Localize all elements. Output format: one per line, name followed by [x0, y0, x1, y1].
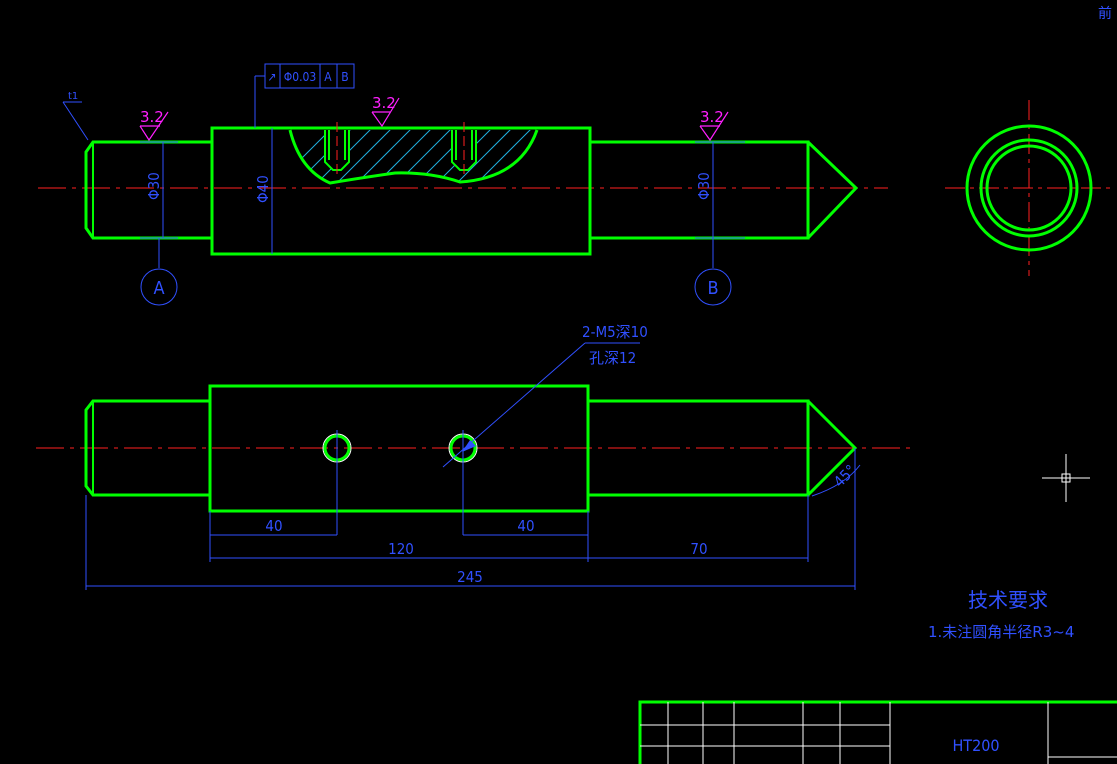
dim-245: 245	[85, 448, 856, 590]
main-body-outline	[210, 126, 592, 256]
dim-70: 70	[588, 495, 809, 562]
tolerance-symbol: ↗	[267, 70, 276, 84]
roughness-left: 3.2	[139, 108, 169, 142]
dim-right-diameter-text: Φ30	[695, 172, 713, 200]
cone-tip-outline	[806, 140, 859, 240]
leader-left-end: t1	[62, 91, 89, 141]
bottom-main-body	[208, 384, 590, 513]
tolerance-frame: ↗ Φ0.03 A B	[254, 63, 355, 128]
dim-40-right-text: 40	[517, 517, 534, 535]
dim-40-left: 40	[210, 517, 337, 536]
hole-right	[448, 430, 478, 535]
roughness-left-text: 3.2	[140, 108, 164, 126]
dim-left-diameter: Φ30	[140, 141, 178, 239]
dim-120: 120	[209, 511, 589, 562]
dim-right-diameter: Φ30	[695, 141, 745, 239]
top-right-mark: 前	[1098, 5, 1112, 22]
title-block-material: HT200	[952, 736, 999, 755]
end-view	[945, 100, 1115, 276]
dim-245-text: 245	[457, 568, 483, 586]
hole-note-line1: 2-M5深10	[582, 323, 648, 341]
hole-note: 2-M5深10 孔深12	[442, 323, 648, 468]
hole-left	[322, 430, 352, 535]
roughness-middle: 3.2	[371, 94, 400, 128]
left-shaft-outline	[84, 140, 212, 240]
dim-40-right: 40	[463, 517, 588, 536]
dim-40-left-text: 40	[265, 517, 282, 535]
bottom-right-shaft	[588, 399, 810, 497]
datum-b-label: B	[707, 278, 718, 299]
dim-70-text: 70	[690, 540, 707, 558]
hole-note-line2: 孔深12	[589, 349, 636, 367]
tolerance-datum-a: A	[324, 70, 332, 84]
cad-cursor-crosshair	[1042, 454, 1090, 502]
dim-body-diameter-text: Φ40	[254, 175, 272, 203]
technical-requirements: 技术要求 1.未注圆角半径R3~4	[928, 588, 1074, 641]
bottom-left-shaft	[84, 399, 210, 497]
top-plan-view: 2-M5深10 孔深12 40 40 120 70 245	[36, 323, 910, 590]
tolerance-datum-b: B	[341, 70, 348, 84]
leader-left-end-text: t1	[68, 91, 78, 102]
dim-body-diameter: Φ40	[254, 128, 273, 254]
tolerance-value: Φ0.03	[284, 70, 317, 84]
datum-a: A	[140, 238, 178, 306]
dim-120-text: 120	[388, 540, 414, 558]
datum-a-label: A	[153, 278, 164, 299]
dim-left-diameter-text: Φ30	[145, 172, 163, 200]
front-section-view: Φ30 Φ40 Φ30 A B 3.2	[38, 63, 888, 306]
roughness-right: 3.2	[699, 108, 729, 142]
datum-b: B	[694, 238, 732, 306]
tech-title: 技术要求	[968, 588, 1048, 612]
title-block: HT200	[638, 700, 1117, 764]
roughness-right-text: 3.2	[700, 108, 724, 126]
tech-line-1: 1.未注圆角半径R3~4	[928, 623, 1074, 641]
roughness-middle-text: 3.2	[372, 94, 396, 112]
